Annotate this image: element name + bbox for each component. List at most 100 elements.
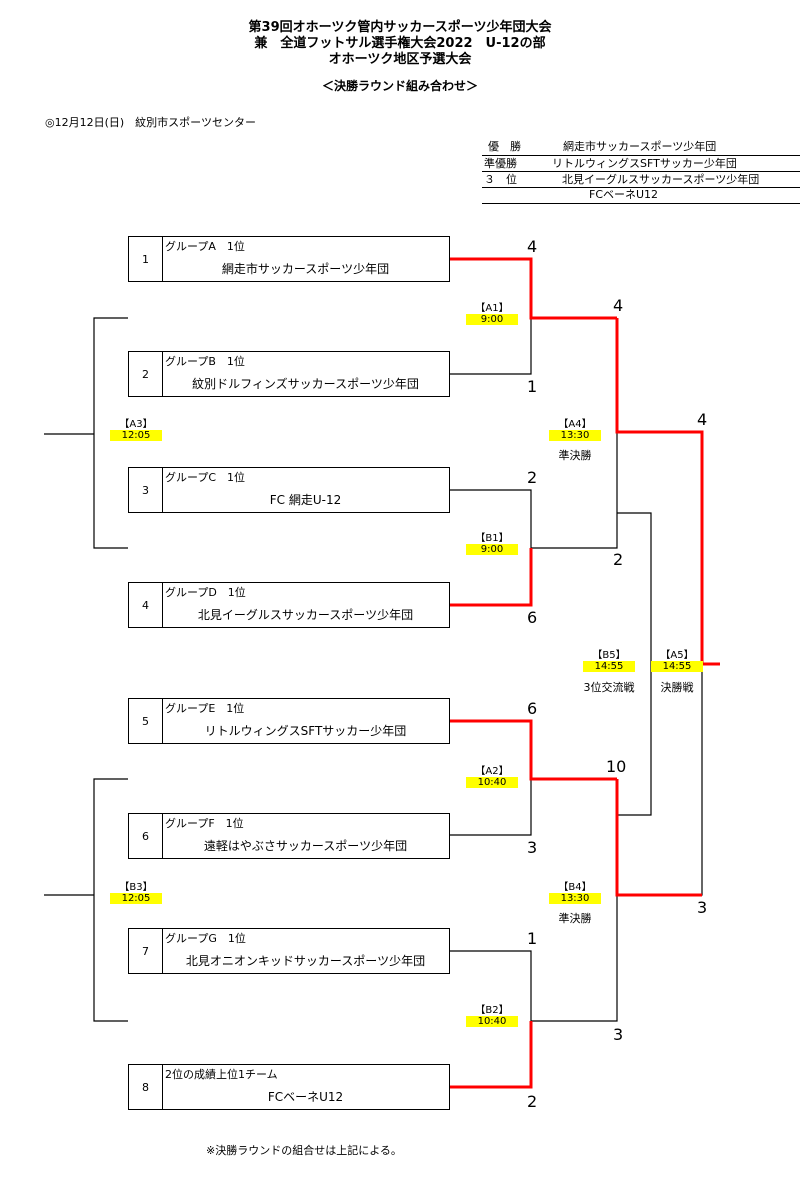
b4-lower-line: [531, 895, 618, 1022]
match-time: 13:30: [549, 430, 601, 441]
b3-bracket-line: [93, 778, 128, 1022]
match-time: 14:55: [651, 661, 703, 672]
score-b2-top: 1: [527, 929, 538, 948]
match-code: 【B3】: [119, 882, 153, 893]
match-code: 【B1】: [475, 533, 509, 544]
match-code: 【A5】: [660, 650, 694, 661]
third-place-label: 3位交流戦: [583, 681, 635, 694]
b1-upper-line: [450, 489, 532, 548]
match-code: 【B5】: [592, 650, 626, 661]
score-b1-bottom: 6: [527, 608, 538, 627]
a1-lower-line: [450, 318, 532, 375]
result-rank-3: ３ 位: [484, 173, 517, 186]
team-name: リトルウィングスSFTサッカー少年団: [204, 724, 407, 738]
team-box-2: 2 グループB 1位 紋別ドルフィンズサッカースポーツ少年団: [128, 351, 450, 397]
match-code: 【A1】: [475, 303, 509, 314]
score-a4-top: 4: [613, 296, 624, 315]
match-time: 14:55: [583, 661, 635, 672]
semifinal-label: 準決勝: [558, 449, 592, 462]
team-number: 5: [129, 699, 163, 743]
a2-winner-line: [450, 719, 617, 781]
b4-winner-line: [615, 779, 702, 897]
match-code: 【A4】: [558, 419, 592, 430]
match-time: 12:05: [110, 430, 162, 441]
team-group: グループF 1位: [165, 817, 244, 830]
a3-bracket-line: [93, 317, 128, 549]
team-name: FC 網走U-12: [269, 493, 342, 507]
score-a2-top: 6: [527, 699, 538, 718]
team-group: グループC 1位: [165, 471, 246, 484]
a4-winner-line: [615, 318, 720, 666]
match-code: 【A2】: [475, 766, 509, 777]
match-b5: 【B5】 14:55: [583, 650, 635, 672]
divider: [482, 155, 800, 156]
score-b1-top: 2: [527, 468, 538, 487]
a4-lower-line: [531, 432, 618, 549]
team-group: グループE 1位: [165, 702, 245, 715]
result-team-2: リトルウィングスSFTサッカー少年団: [552, 157, 737, 170]
result-rank-1: 優 勝: [488, 140, 521, 153]
match-time: 10:40: [466, 1016, 518, 1027]
team-group: グループD 1位: [165, 586, 246, 599]
subtitle: ＜決勝ラウンド組み合わせ＞: [321, 79, 478, 93]
final-label: 決勝戦: [660, 681, 694, 694]
team-number: 7: [129, 929, 163, 973]
match-a4: 【A4】 13:30: [549, 419, 601, 441]
score-a5-bottom: 3: [697, 898, 708, 917]
venue-date: ◎12月12日(日) 紋別市スポーツセンター: [45, 116, 256, 129]
match-time: 13:30: [549, 893, 601, 904]
team-number: 3: [129, 468, 163, 512]
a5-lower-line: [617, 664, 703, 896]
result-rank-2: 準優勝: [484, 157, 517, 170]
score-b4-bottom: 3: [613, 1025, 624, 1044]
semifinal-label: 準決勝: [558, 912, 592, 925]
team-box-1: 1 グループA 1位 網走市サッカースポーツ少年団: [128, 236, 450, 282]
b2-winner-line: [450, 1021, 533, 1089]
team-name: 北見オニオンキッドサッカースポーツ少年団: [185, 954, 426, 968]
match-a2: 【A2】 10:40: [466, 766, 518, 788]
result-team-3: 北見イーグルスサッカースポーツ少年団: [562, 173, 760, 186]
score-b2-bottom: 2: [527, 1092, 538, 1111]
team-number: 6: [129, 814, 163, 858]
result-team-1: 網走市サッカースポーツ少年団: [563, 140, 717, 153]
team-group: グループA 1位: [165, 240, 245, 253]
team-name: 遠軽はやぶさサッカースポーツ少年団: [203, 839, 408, 853]
match-b3: 【B3】 12:05: [110, 882, 162, 904]
score-b4-top: 10: [606, 757, 627, 776]
b1-winner-line: [450, 548, 533, 607]
match-a1: 【A1】 9:00: [466, 303, 518, 325]
title-line-1: 第39回オホーツク管内サッカースポーツ少年団大会: [248, 20, 552, 35]
team-group: 2位の成績上位1チーム: [165, 1068, 278, 1081]
b2-upper-line: [450, 950, 532, 1021]
match-a3: 【A3】 12:05: [110, 419, 162, 441]
match-time: 9:00: [466, 314, 518, 325]
match-code: 【A3】: [119, 419, 153, 430]
score-a4-bottom: 2: [613, 550, 624, 569]
a1-winner-line: [450, 257, 617, 320]
team-name: FCベーネU12: [267, 1090, 344, 1104]
team-number: 8: [129, 1065, 163, 1109]
team-box-8: 8 2位の成績上位1チーム FCベーネU12: [128, 1064, 450, 1110]
team-name: 紋別ドルフィンズサッカースポーツ少年団: [192, 377, 419, 391]
team-name: 北見イーグルスサッカースポーツ少年団: [197, 608, 414, 622]
match-b1: 【B1】 9:00: [466, 533, 518, 555]
title-line-3: オホーツク地区予選大会: [328, 52, 472, 67]
divider: [482, 171, 800, 172]
team-name: 網走市サッカースポーツ少年団: [221, 262, 390, 276]
team-box-6: 6 グループF 1位 遠軽はやぶさサッカースポーツ少年団: [128, 813, 450, 859]
title-line-2: 兼 全道フットサル選手権大会2022 U-12の部: [254, 36, 546, 51]
score-a1-bottom: 1: [527, 377, 538, 396]
team-box-4: 4 グループD 1位 北見イーグルスサッカースポーツ少年団: [128, 582, 450, 628]
score-a1-top: 4: [527, 237, 538, 256]
team-number: 1: [129, 237, 163, 281]
match-code: 【B2】: [475, 1005, 509, 1016]
team-group: グループB 1位: [165, 355, 245, 368]
match-code: 【B4】: [558, 882, 592, 893]
match-time: 9:00: [466, 544, 518, 555]
team-number: 2: [129, 352, 163, 396]
match-time: 12:05: [110, 893, 162, 904]
team-box-3: 3 グループC 1位 FC 網走U-12: [128, 467, 450, 513]
result-team-4: FCベーネU12: [589, 188, 659, 201]
team-number: 4: [129, 583, 163, 627]
score-a5-top: 4: [697, 410, 708, 429]
